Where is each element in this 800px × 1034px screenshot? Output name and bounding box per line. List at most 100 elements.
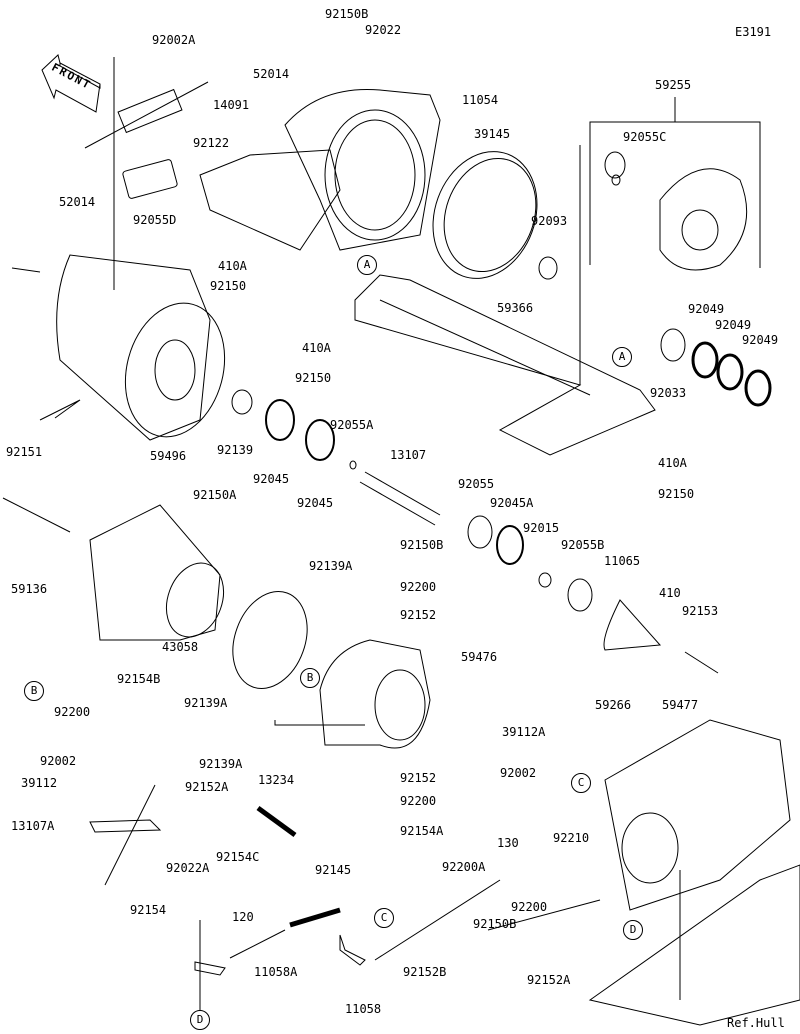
part-label: 39112 — [21, 776, 58, 790]
part-13107-drawing — [359, 471, 441, 526]
part-label: 92049 — [715, 318, 752, 332]
part-label: 52014 — [59, 195, 96, 209]
part-label: 92152B — [403, 965, 447, 979]
part-label: 92200 — [511, 900, 548, 914]
part-label: 410A — [302, 341, 331, 355]
part-label: 59477 — [662, 698, 699, 712]
front-label: FRONT — [49, 60, 94, 93]
part-label: 92002A — [152, 33, 196, 47]
part-14091-drawing — [84, 57, 209, 290]
part-59476-drawing — [274, 639, 431, 749]
part-92145-drawing — [289, 907, 341, 928]
callout-c: C — [374, 908, 394, 928]
part-label: 92045A — [490, 496, 534, 510]
part-label: 59476 — [461, 650, 498, 664]
ref-hull-label: Ref.Hull — [727, 1016, 785, 1030]
callout-c: C — [571, 773, 591, 793]
part-label: 92152A — [527, 973, 571, 987]
part-label: 92022A — [166, 861, 210, 875]
part-label: 11054 — [462, 93, 499, 107]
part-label: 39145 — [474, 127, 511, 141]
part-92049-drawing — [744, 369, 772, 407]
part-label: 92139A — [199, 757, 243, 771]
part-label: 92022 — [365, 23, 402, 37]
part-label: 92210 — [553, 831, 590, 845]
part-92045A-drawing — [496, 525, 524, 565]
callout-d: D — [190, 1010, 210, 1030]
part-11058-drawing — [339, 934, 366, 966]
part-label: 59266 — [595, 698, 632, 712]
part-label: 92152A — [185, 780, 229, 794]
part-59496-drawing — [11, 254, 226, 441]
part-label: 92045 — [253, 472, 290, 486]
part-label: 120 — [232, 910, 254, 924]
part-label: 11065 — [604, 554, 641, 568]
part-59366-drawing — [354, 274, 656, 456]
part-label: 92045 — [297, 496, 334, 510]
part-label: 92154 — [130, 903, 167, 917]
part-label: 13107A — [11, 819, 55, 833]
part-label: 59366 — [497, 301, 534, 315]
part-label: 13234 — [258, 773, 295, 787]
part-label: 130 — [497, 836, 519, 850]
part-label: 11058 — [345, 1002, 382, 1016]
part-label: 92122 — [193, 136, 230, 150]
part-label: 92154A — [400, 824, 444, 838]
part-label: 92154B — [117, 672, 161, 686]
part-label: 92150A — [193, 488, 237, 502]
part-label: 92154C — [216, 850, 260, 864]
part-label: 92152 — [400, 771, 437, 785]
part-43058-drawing — [232, 591, 308, 689]
part-label: 92055 — [458, 477, 495, 491]
part-label: 92150B — [473, 917, 517, 931]
part-label: 59496 — [150, 449, 187, 463]
part-92055A-drawing — [349, 460, 357, 470]
part-label: 59136 — [11, 582, 48, 596]
part-label: 92200A — [442, 860, 486, 874]
part-11054-drawing — [199, 88, 441, 251]
part-label: 92033 — [650, 386, 687, 400]
part-label: 92002 — [40, 754, 77, 768]
part-label: 92049 — [688, 302, 725, 316]
part-92139-drawing — [231, 389, 253, 415]
part-59136-drawing — [2, 497, 225, 641]
part-label: 59255 — [655, 78, 692, 92]
front-arrow-icon — [41, 54, 101, 113]
part-label: 92015 — [523, 521, 560, 535]
part-label: 410A — [218, 259, 247, 273]
part-label: 13107 — [390, 448, 427, 462]
part-label: 92150 — [210, 279, 247, 293]
part-13107A-drawing — [89, 784, 162, 886]
part-label: 92150B — [400, 538, 444, 552]
hull-drawing — [588, 864, 800, 1026]
part-label: 92145 — [315, 863, 352, 877]
part-label: 92152 — [400, 608, 437, 622]
part-92015-drawing — [538, 572, 552, 588]
part-label: 92093 — [531, 214, 568, 228]
part-label: 92153 — [682, 604, 719, 618]
part-label: 52014 — [253, 67, 290, 81]
callout-a: A — [357, 255, 377, 275]
part-59477-drawing — [604, 719, 791, 911]
part-39145-drawing — [432, 151, 538, 279]
part-92033-drawing — [660, 328, 686, 362]
part-label: 92139A — [184, 696, 228, 710]
callout-a: A — [612, 347, 632, 367]
part-92045-drawing — [265, 399, 295, 441]
part-label: 39112A — [502, 725, 546, 739]
part-label: 92139A — [309, 559, 353, 573]
part-92093-drawing — [538, 256, 558, 280]
part-label: 92002 — [500, 766, 537, 780]
part-label: 92055D — [133, 213, 177, 227]
part-13234-drawing — [256, 805, 297, 838]
part-92049-drawing — [716, 353, 744, 391]
callout-d: D — [623, 920, 643, 940]
part-label: 410 — [659, 586, 681, 600]
part-label: 92151 — [6, 445, 43, 459]
part-label: 410A — [658, 456, 687, 470]
part-label: 92200 — [400, 794, 437, 808]
part-label: 92150 — [295, 371, 332, 385]
part-11065-drawing — [603, 599, 662, 651]
